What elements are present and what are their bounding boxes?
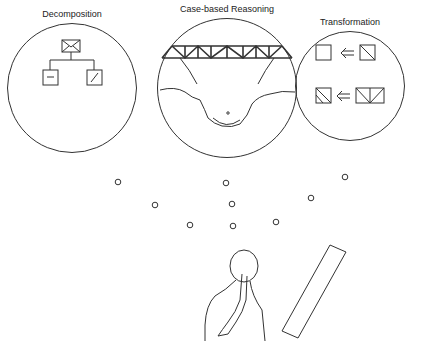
canyon: [160, 88, 295, 126]
board: [282, 245, 346, 338]
thinking-person: [205, 250, 265, 341]
decomposition-tree: [43, 40, 102, 85]
transformation-figures: [316, 45, 384, 103]
circle-outline: [7, 22, 137, 154]
circle-outline: [295, 30, 405, 142]
circle-heading: Case-based Reasoning: [157, 5, 297, 15]
circle-outline: [157, 17, 297, 159]
circle-outline: [158, 19, 297, 158]
circle-outline: [296, 32, 405, 141]
circle-outline: [8, 24, 137, 153]
thought-bubbles: [115, 174, 348, 229]
circle-heading: Decomposition: [7, 10, 137, 20]
truss-bridge: [162, 46, 292, 84]
idea-circle: Case-based Reasoning: [157, 5, 297, 158]
idea-circle: Transformation: [295, 18, 405, 141]
circle-heading: Transformation: [295, 18, 405, 28]
idea-circle: Decomposition: [7, 10, 137, 153]
